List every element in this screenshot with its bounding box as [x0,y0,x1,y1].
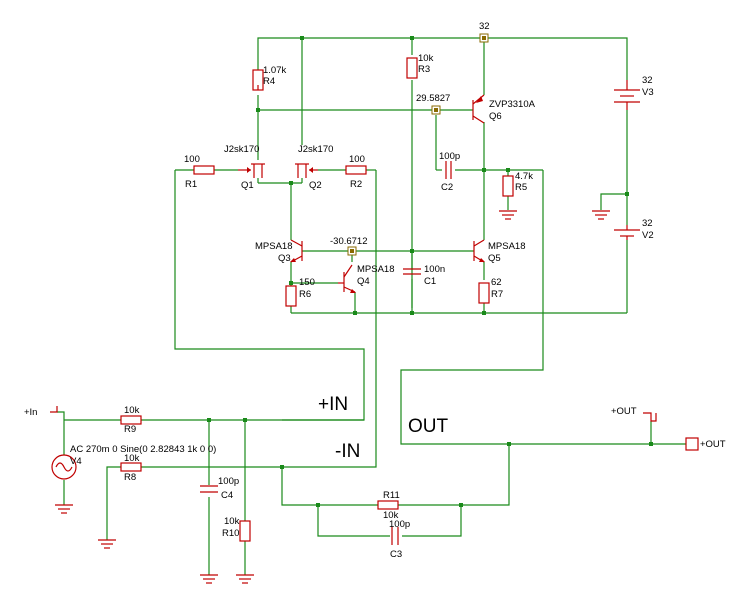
v4-name: V4 [70,456,82,467]
probe-mirror[interactable] [347,246,357,256]
r11-name: R11 [383,490,400,501]
ground-supply [592,210,610,220]
capacitor-c4[interactable] [200,485,218,493]
r8-value: 10k [124,453,140,464]
ground-r5 [499,210,517,220]
transistor-q5[interactable] [473,239,485,263]
q4-part: MPSA18 [357,264,395,275]
c2-name: C2 [441,182,453,193]
port-in[interactable] [50,406,58,413]
probe-top[interactable] [479,33,489,43]
r9-name: R9 [124,424,136,435]
r3-value: 10k [418,53,434,64]
transistor-q6[interactable] [472,94,485,124]
resistor-r9[interactable] [120,415,142,425]
q1-part: J2sk170 [224,144,259,155]
r7-value: 62 [491,277,502,288]
r5-name: R5 [515,182,527,193]
battery-v3[interactable] [614,80,640,110]
wires [57,37,686,575]
q4-name: Q4 [357,276,370,287]
supply-node-label: 32 [479,21,490,32]
resistor-r8[interactable] [120,462,142,472]
minus-in-label: -IN [335,441,360,462]
resistor-r1[interactable] [193,165,215,175]
probe-label-2: -30.6712 [330,236,368,247]
resistor-r5[interactable] [502,175,514,197]
ground-r10 [236,574,254,584]
c3-name: C3 [390,549,402,560]
capacitor-c2[interactable] [445,161,452,179]
v3-name: V3 [642,87,654,98]
c2-value: 100p [439,151,460,162]
capacitor-c1[interactable] [403,268,421,275]
q1-name: Q1 [241,180,254,191]
port-out-probe[interactable] [643,412,657,422]
r5-value: 4.7k [515,171,533,182]
port-out[interactable] [685,437,699,451]
q6-part: ZVP3310A [489,99,536,110]
q6-name: Q6 [489,111,502,122]
v3-value: 32 [642,75,653,86]
resistor-r7[interactable] [478,282,490,304]
q3-name: Q3 [278,253,291,264]
v2-name: V2 [642,230,654,241]
r6-name: R6 [299,289,311,300]
plus-in-label: +IN [318,394,348,415]
in-port-label: +In [24,407,37,418]
q2-name: Q2 [309,180,322,191]
r1-name: R1 [185,179,197,190]
q5-part: MPSA18 [488,241,526,252]
resistor-r6[interactable] [285,285,297,307]
probe-label-1: 29.5827 [416,93,450,104]
r9-value: 10k [124,405,140,416]
r4-name: R4 [263,76,275,87]
junctions [207,36,653,507]
transistor-q3[interactable] [290,239,303,263]
transistor-q2[interactable] [295,163,318,178]
r2-name: R2 [350,179,362,190]
c1-name: C1 [424,276,436,287]
c3-value: 100p [389,519,410,530]
r6-value: 150 [299,277,315,288]
source-v4[interactable] [51,454,77,480]
out-port-label: +OUT [700,439,726,450]
transistor-q4[interactable] [338,264,356,293]
q3-part: MPSA18 [255,241,293,252]
r8-name: R8 [124,472,136,483]
resistor-r10[interactable] [239,520,251,542]
ground-v4 [55,504,73,514]
resistor-r11[interactable] [377,500,399,510]
ground-c4 [200,574,218,584]
r2-value: 100 [349,154,365,165]
ground-r8 [98,539,116,549]
q2-part: J2sk170 [298,144,333,155]
capacitor-c3[interactable] [391,527,399,545]
r7-name: R7 [491,289,503,300]
c4-name: C4 [221,490,233,501]
transistor-q1[interactable] [238,163,265,178]
r10-value: 10k [224,516,240,527]
r3-name: R3 [418,64,430,75]
c1-value: 100n [424,264,445,275]
resistor-r3[interactable] [406,57,418,79]
resistor-r2[interactable] [345,165,367,175]
resistor-r4[interactable] [252,69,264,91]
v4-source: AC 270m 0 Sine(0 2.82843 1k 0 0) [70,444,216,455]
q5-name: Q5 [488,253,501,264]
r1-value: 100 [184,154,200,165]
out-probe-label: +OUT [611,406,637,417]
battery-v2[interactable] [614,225,640,240]
out-label: OUT [408,416,449,437]
c4-value: 100p [218,476,239,487]
r4-value: 1.07k [263,65,286,76]
r11-value: 10k [383,510,399,521]
r10-name: R10 [222,528,239,539]
probe-q6-gate[interactable] [431,105,441,115]
v2-value: 32 [642,218,653,229]
